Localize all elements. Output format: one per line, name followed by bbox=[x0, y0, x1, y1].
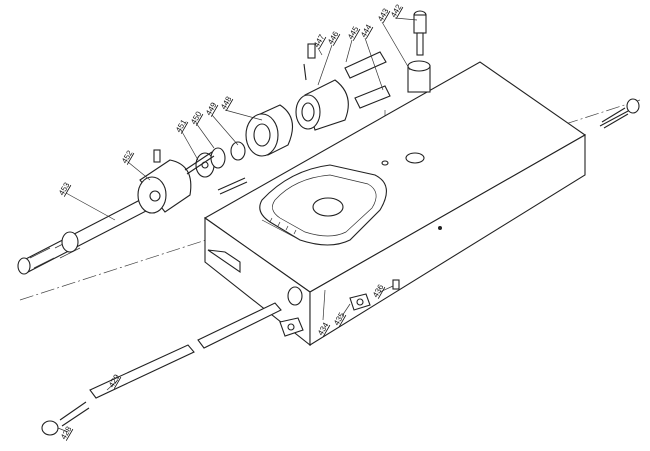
screw-442-bushing-443 bbox=[407, 10, 431, 93]
leader-lines bbox=[57, 17, 418, 433]
part-label-445: 445 bbox=[346, 24, 361, 41]
bearing-body-444 bbox=[295, 43, 349, 131]
part-label-451: 451 bbox=[174, 117, 189, 134]
part-label-442: 442 bbox=[389, 2, 404, 19]
main-slide-block bbox=[203, 61, 587, 347]
pin-445 bbox=[344, 51, 387, 79]
right-cap-screw bbox=[599, 98, 640, 129]
part-label-452: 452 bbox=[120, 148, 135, 165]
part-label-449: 449 bbox=[204, 100, 219, 117]
nut-434-435 bbox=[279, 279, 400, 337]
housing-452 bbox=[137, 149, 192, 214]
part-label-450: 450 bbox=[189, 109, 204, 126]
dial-ring-448 bbox=[245, 104, 294, 157]
part-label-446: 446 bbox=[326, 29, 341, 46]
adjusting-screw-428 bbox=[41, 401, 90, 436]
lead-screw-453 bbox=[17, 199, 149, 275]
pin-446 bbox=[354, 85, 391, 109]
gib-strip-429 bbox=[89, 302, 282, 399]
part-label-447: 447 bbox=[312, 32, 327, 49]
washers-450-451 bbox=[184, 141, 248, 195]
part-label-428: 428 bbox=[59, 424, 74, 441]
part-label-448: 448 bbox=[219, 94, 234, 111]
part-label-444: 444 bbox=[359, 22, 374, 39]
